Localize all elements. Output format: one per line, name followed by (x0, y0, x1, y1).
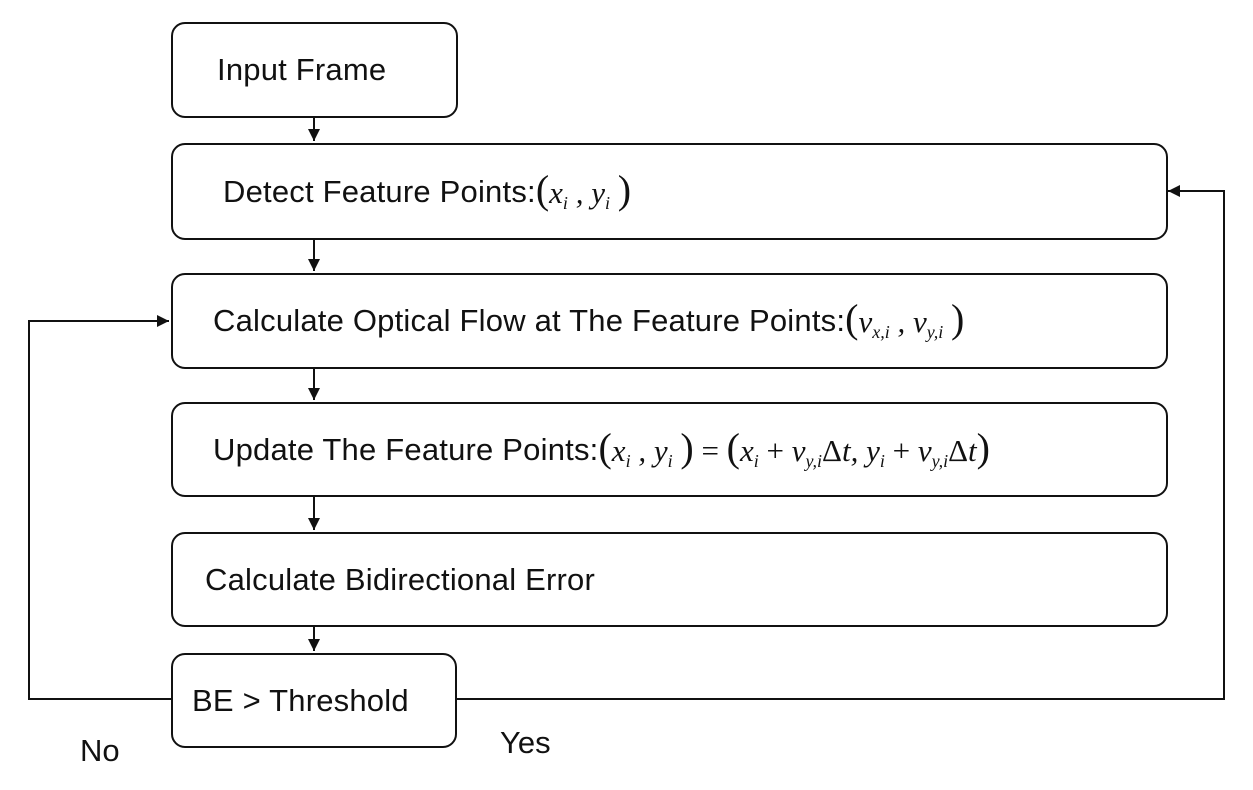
yes-branch-label: Yes (500, 725, 551, 760)
optical-flow-box: Calculate Optical Flow at The Feature Po… (171, 273, 1168, 369)
loop-yes-to-detect (457, 185, 1225, 700)
no-branch-label: No (80, 733, 120, 768)
loop-no-to-flow (28, 315, 171, 700)
optical-flow-label: Calculate Optical Flow at The Feature Po… (213, 303, 846, 338)
detect-feature-points-box: Detect Feature Points: (xi , yi ) (171, 143, 1168, 240)
optical-flow-formula: (vx,i , vy,i ) (845, 296, 965, 343)
update-formula: (xi , yi ) = (xi + vy,iΔt, yi + vy,iΔt) (598, 424, 990, 471)
input-frame-box: Input Frame (171, 22, 458, 118)
threshold-decision-label: BE > Threshold (192, 682, 409, 718)
update-feature-points-box: Update The Feature Points: (xi , yi ) = … (171, 402, 1168, 497)
feature-point-formula: (xi , yi ) (535, 166, 632, 213)
detect-feature-points-label: Detect Feature Points: (223, 173, 536, 209)
input-frame-label: Input Frame (217, 52, 387, 87)
threshold-decision-box: BE > Threshold (171, 653, 457, 748)
bidirectional-error-box: Calculate Bidirectional Error (171, 532, 1168, 627)
update-feature-points-label: Update The Feature Points: (213, 431, 599, 467)
bidirectional-error-label: Calculate Bidirectional Error (205, 561, 596, 597)
